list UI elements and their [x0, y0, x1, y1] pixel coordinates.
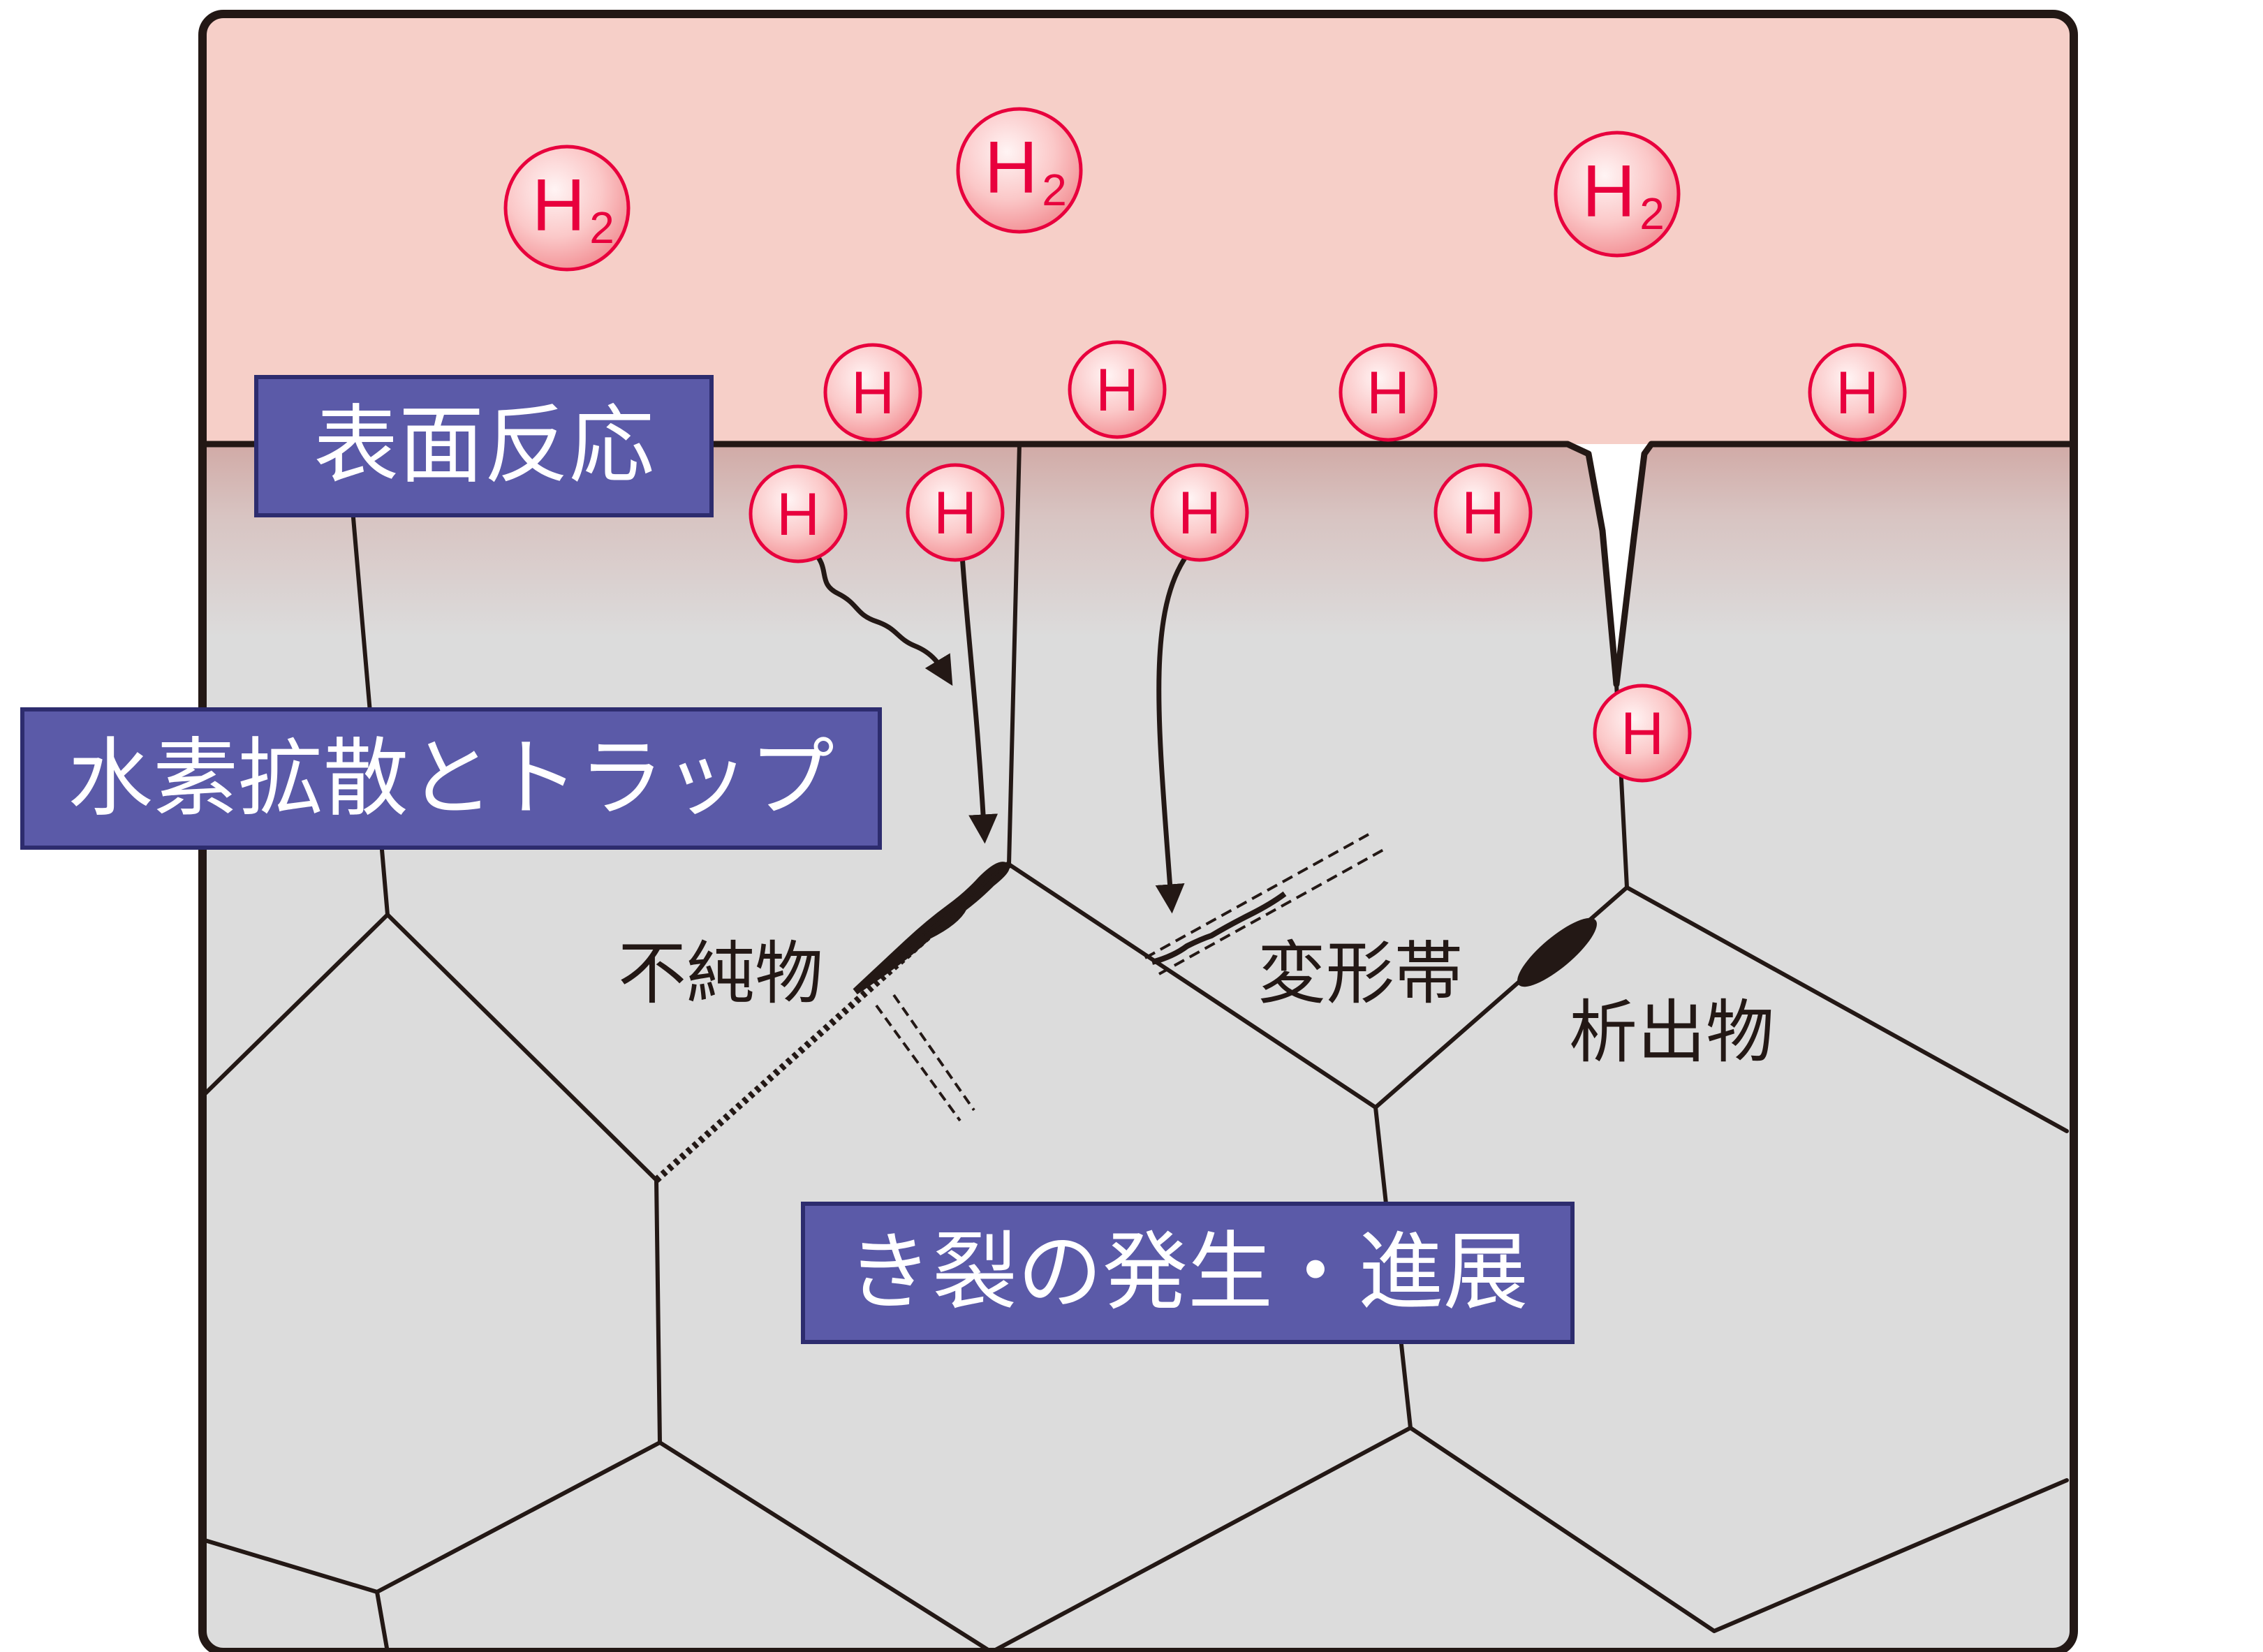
surface-reaction-text: 表面反応 — [314, 396, 654, 495]
h2-symbol: H — [532, 164, 586, 246]
h-atom: H — [1808, 343, 1907, 442]
h2-subscript: 2 — [1639, 189, 1665, 239]
h-symbol: H — [1366, 360, 1410, 427]
deformation-band — [1144, 833, 1387, 975]
precipitate-particle — [1517, 917, 1597, 987]
gas-region — [202, 14, 2074, 444]
diffusion-arrows — [811, 549, 1190, 914]
h-atom: H — [1150, 463, 1249, 562]
grain-boundaries — [200, 442, 2069, 1652]
h-atom: H — [906, 463, 1005, 562]
h2-molecule: H 2 — [956, 107, 1083, 234]
h2-subscript: 2 — [589, 202, 614, 253]
metal-surface — [202, 441, 2074, 688]
surface-reaction-label: 表面反応 — [254, 375, 714, 517]
h-symbol: H — [1096, 357, 1139, 424]
h-symbol: H — [1621, 700, 1664, 767]
h2-molecule: H 2 — [503, 145, 631, 272]
diffusion-arrow-grain-boundary — [959, 552, 998, 844]
h-symbol: H — [851, 360, 894, 427]
h2-subscript: 2 — [1042, 165, 1067, 215]
impurity-crack — [654, 862, 1012, 1183]
h-atom: H — [823, 343, 922, 442]
precipitate-label: 析出物 — [1569, 993, 1774, 1072]
h2-molecule: H 2 — [1554, 131, 1681, 258]
deformation-band-label: 変形帯 — [1258, 934, 1463, 1014]
h-atom: H — [749, 464, 848, 563]
h-atom: H — [1433, 463, 1533, 562]
crack-growth-text: き裂の発生・進展 — [847, 1223, 1528, 1322]
h2-symbol: H — [1582, 150, 1636, 233]
diffusion-trap-text: 水素拡散とトラップ — [68, 729, 834, 828]
diffusion-trap-label: 水素拡散とトラップ — [20, 707, 882, 850]
diffusion-arrow-wavy — [811, 549, 953, 686]
h-symbol: H — [1836, 360, 1879, 427]
h-atom: H — [1068, 340, 1167, 439]
h-symbol: H — [776, 481, 820, 548]
h-symbol: H — [934, 480, 977, 547]
metal-region — [202, 444, 2074, 1652]
diffusion-arrow-deformation-band — [1155, 552, 1190, 914]
crack-growth-label: き裂の発生・進展 — [801, 1202, 1575, 1344]
impurity-label: 不純物 — [618, 934, 823, 1014]
h2-symbol: H — [985, 126, 1038, 209]
h-atom: H — [1593, 684, 1692, 783]
h-atom: H — [1339, 343, 1438, 442]
h-symbol: H — [1461, 480, 1505, 547]
h-symbol: H — [1178, 480, 1221, 547]
